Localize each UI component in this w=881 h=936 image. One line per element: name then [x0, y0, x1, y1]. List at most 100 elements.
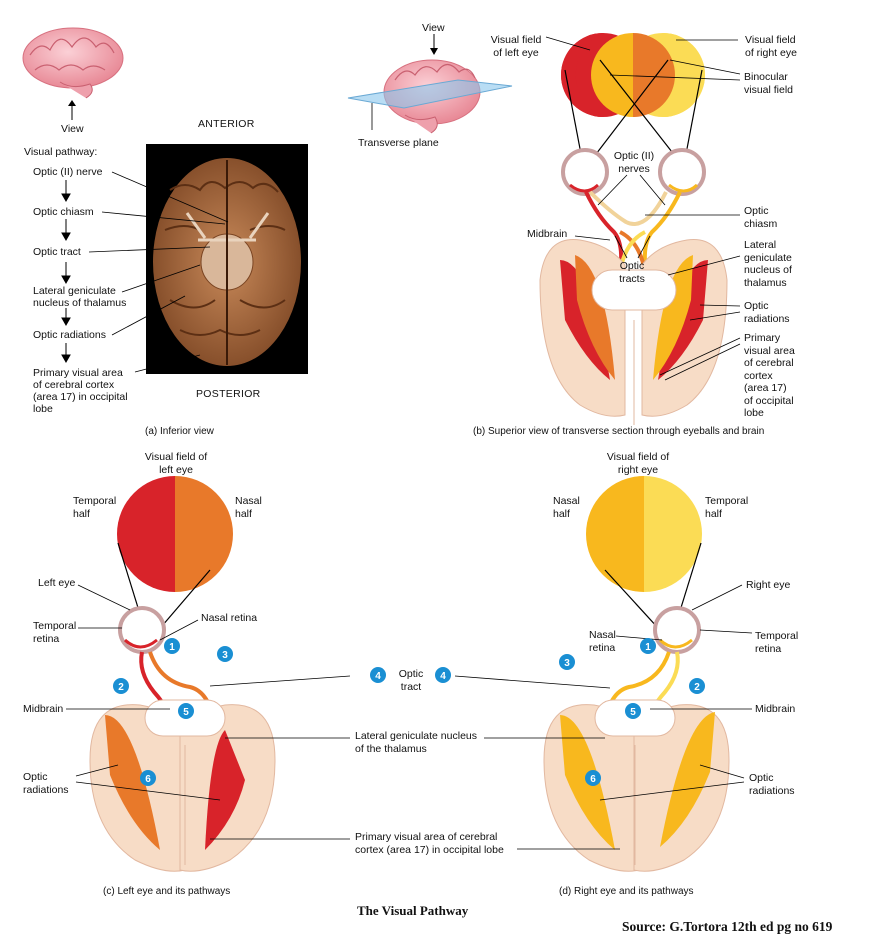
optic-nerves-line1: Optic (II)	[613, 150, 655, 162]
temporal-retina-d: Temporal retina	[755, 630, 798, 655]
brain-section-d	[543, 699, 730, 872]
caption-b: (b) Superior view of transverse section …	[473, 426, 765, 437]
temporal-half-c: Temporal half	[73, 495, 116, 520]
leader-lines-c	[66, 584, 351, 840]
badge-5-d-text: 5	[630, 707, 636, 718]
optic-nerves-label: Optic (II) nerves	[606, 150, 662, 175]
lgn-label-b: Lateral geniculate nucleus of thalamus	[744, 239, 792, 289]
optic-tracts-line1: Optic	[619, 260, 645, 272]
view-arrow-a	[68, 100, 76, 120]
step-lgn-line1: Lateral geniculate	[33, 285, 116, 297]
caption-d: (d) Right eye and its pathways	[559, 886, 694, 897]
optic-radiations-c-line2: radiations	[23, 783, 69, 796]
brain-section-b	[539, 239, 728, 425]
binocular-line1: Binocular	[744, 71, 788, 83]
midbrain-label-c: Midbrain	[23, 703, 64, 715]
nasal-half-c-line1: Nasal	[235, 495, 262, 507]
step-primary-line2: of cerebral cortex	[33, 379, 115, 391]
temporal-half-d: Temporal half	[705, 495, 748, 520]
nasal-half-d: Nasal half	[553, 495, 580, 520]
eye-right-d	[653, 606, 701, 654]
posterior-label: POSTERIOR	[196, 388, 261, 400]
badge-1-c-text: 1	[169, 642, 175, 653]
step-lgn-line2: nucleus of thalamus	[33, 297, 127, 309]
badge-1-d	[640, 638, 656, 654]
pathway-heading: Visual pathway:	[24, 146, 98, 158]
optic-tract-center-line2: tract	[400, 680, 422, 693]
badge-5-d	[625, 703, 641, 719]
badge-1-c	[164, 638, 180, 654]
optic-radiations-c: Optic radiations	[23, 771, 69, 796]
badge-3-c	[217, 646, 233, 662]
brain-icon-a	[22, 27, 124, 99]
primary-b-line3: of cerebral	[744, 357, 794, 369]
visual-field-left-c	[117, 476, 233, 592]
temporal-retina-c: Temporal retina	[33, 620, 76, 645]
step-primary-line4: lobe	[33, 403, 53, 415]
optic-radiations-b-line2: radiations	[744, 312, 790, 325]
badge-2-d	[689, 678, 705, 694]
step-optic-radiations: Optic radiations	[33, 329, 106, 341]
lgn-center: Lateral geniculate nucleus of the thalam…	[355, 730, 477, 755]
caption-a: (a) Inferior view	[145, 426, 214, 437]
badge-3-d-text: 3	[564, 658, 570, 669]
badge-6-c-text: 6	[145, 774, 151, 785]
vf-title-left-line2: left eye	[159, 463, 193, 476]
vf-left-label: Visual field of left eye	[488, 34, 544, 59]
visual-field-right-d	[586, 476, 702, 592]
optic-radiations-d-line1: Optic	[749, 772, 774, 784]
primary-center-line2: cortex (area 17) in occipital lobe	[355, 843, 504, 856]
vf-title-right-line2: right eye	[617, 463, 659, 476]
transverse-plane-label: Transverse plane	[358, 137, 439, 149]
nerves-b	[584, 190, 682, 273]
vf-title-left: Visual field of left eye	[138, 451, 214, 476]
nasal-retina-d: Nasal retina	[589, 629, 616, 654]
optic-nerves-line2: nerves	[618, 162, 650, 175]
badge-4-right-text: 4	[440, 671, 446, 682]
view-label-b: View	[422, 22, 445, 34]
vf-left-line1: Visual field	[490, 34, 542, 46]
vf-left-line2: of left eye	[493, 46, 539, 59]
optic-radiations-d: Optic radiations	[749, 772, 795, 797]
primary-b-line2: visual area	[744, 344, 795, 357]
badge-1-d-text: 1	[645, 642, 651, 653]
primary-b-line7: lobe	[744, 407, 764, 419]
primary-b-line6: of occipital	[744, 394, 794, 407]
vf-title-right-line1: Visual field of	[606, 451, 670, 463]
temporal-retina-d-line2: retina	[755, 642, 782, 655]
optic-tracts-line2: tracts	[619, 272, 645, 285]
temporal-retina-c-line1: Temporal	[33, 620, 77, 632]
leader-lines-d	[454, 584, 753, 850]
figure-title: The Visual Pathway	[357, 903, 469, 918]
primary-area-center: Primary visual area of cerebral cortex (…	[355, 831, 504, 856]
midbrain-label-b: Midbrain	[527, 228, 568, 240]
lgn-b-line2: geniculate	[744, 251, 792, 264]
step-primary-line3: (area 17) in occipital	[33, 391, 128, 403]
pathway-arrows-a	[61, 180, 71, 364]
nasal-half-d-line1: Nasal	[553, 495, 580, 507]
badge-3-c-text: 3	[222, 650, 228, 661]
nasal-retina-d-line2: retina	[589, 641, 616, 654]
optic-chiasm-line2: chiasm	[744, 217, 778, 230]
temporal-half-c-line1: Temporal	[73, 495, 117, 507]
vf-title-right: Visual field of right eye	[600, 451, 676, 476]
temporal-retina-c-line2: retina	[33, 632, 60, 645]
badge-3-d	[559, 654, 575, 670]
vf-right-line1: Visual field	[745, 34, 796, 46]
right-eye-label: Right eye	[746, 579, 791, 591]
lgn-b-line3: nucleus of	[744, 264, 792, 276]
badge-5-c-text: 5	[183, 707, 189, 718]
optic-radiations-label-b: Optic radiations	[744, 300, 790, 325]
binocular-label: Binocular visual field	[744, 71, 793, 96]
transverse-plane	[347, 79, 513, 109]
step-optic-chiasm: Optic chiasm	[33, 206, 94, 218]
binocular-line2: visual field	[744, 83, 794, 96]
step-optic-nerve: Optic (II) nerve	[33, 166, 103, 178]
eye-left-c	[118, 606, 166, 654]
optic-tract-center: Optic tract	[391, 668, 431, 693]
badge-6-d-text: 6	[590, 774, 596, 785]
optic-tracts-label: Optic tracts	[612, 260, 652, 285]
badge-4-left	[370, 667, 386, 683]
vf-title-left-line1: Visual field of	[144, 451, 208, 463]
